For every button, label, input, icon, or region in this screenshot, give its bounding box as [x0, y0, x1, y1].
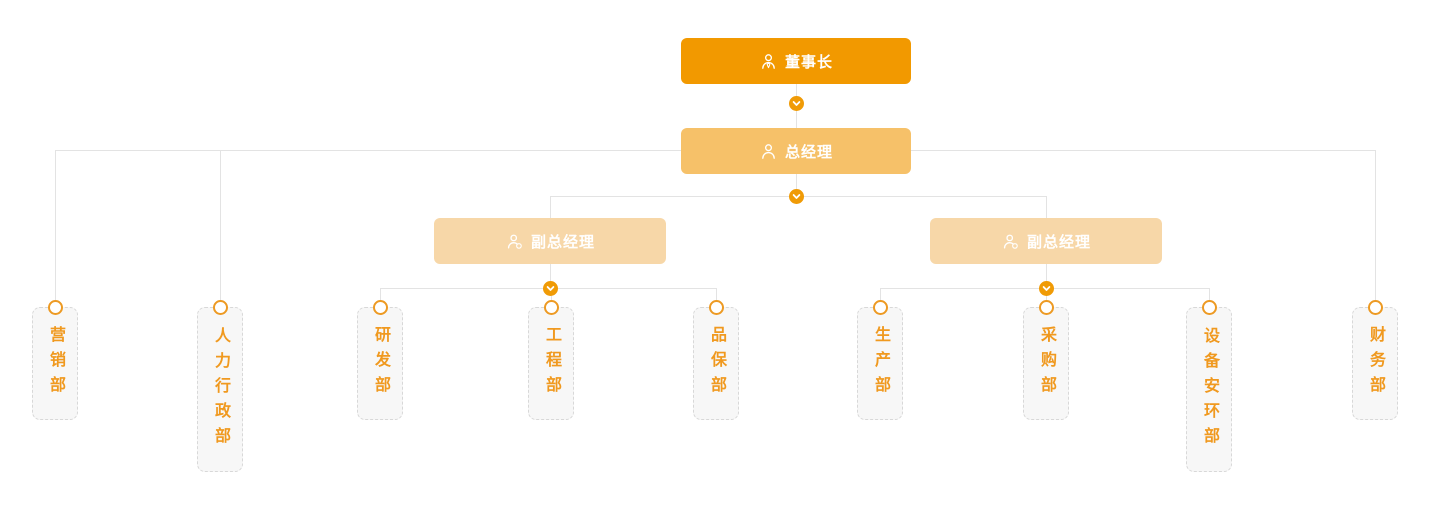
node-dept-engineering[interactable]: 工程部 [528, 307, 574, 420]
node-label: 生产部 [872, 326, 889, 401]
node-label: 人力行政部 [212, 327, 229, 452]
connector-line [1209, 288, 1210, 302]
node-label: 营销部 [47, 326, 64, 401]
connector-line [716, 288, 717, 302]
person-badge-icon [505, 232, 524, 251]
node-dept-rnd[interactable]: 研发部 [357, 307, 403, 420]
node-deputy-general-manager-2[interactable]: 副总经理 [930, 218, 1162, 264]
connector-line [220, 150, 221, 301]
node-label: 副总经理 [1026, 233, 1091, 251]
connector-line [550, 196, 551, 218]
person-icon [759, 142, 778, 161]
node-dept-finance[interactable]: 财务部 [1352, 307, 1398, 420]
node-ring-icon [373, 300, 388, 315]
node-ring-icon [213, 300, 228, 315]
connector-line [796, 174, 797, 196]
node-ring-icon [1202, 300, 1217, 315]
connector-line [1046, 264, 1047, 288]
node-label: 董事长 [784, 53, 833, 71]
chevron-down-marker-icon [543, 281, 558, 296]
node-label: 设备安环部 [1201, 327, 1218, 452]
node-dept-quality[interactable]: 品保部 [693, 307, 739, 420]
node-general-manager[interactable]: 总经理 [681, 128, 911, 174]
businessman-tie-icon [759, 52, 778, 71]
node-ring-icon [544, 300, 559, 315]
node-deputy-general-manager-1[interactable]: 副总经理 [434, 218, 666, 264]
connector-line [55, 150, 56, 301]
node-label: 品保部 [708, 326, 725, 401]
node-label: 总经理 [784, 143, 833, 161]
node-ring-icon [709, 300, 724, 315]
node-ring-icon [1039, 300, 1054, 315]
node-ring-icon [1368, 300, 1383, 315]
node-ring-icon [48, 300, 63, 315]
node-label: 采购部 [1038, 326, 1055, 401]
node-dept-marketing[interactable]: 营销部 [32, 307, 78, 420]
node-label: 副总经理 [530, 233, 595, 251]
node-dept-hr-admin[interactable]: 人力行政部 [197, 307, 243, 472]
person-badge-icon [1001, 232, 1020, 251]
node-dept-production[interactable]: 生产部 [857, 307, 903, 420]
node-chairman[interactable]: 董事长 [681, 38, 911, 84]
chevron-down-marker-icon [789, 189, 804, 204]
chevron-down-marker-icon [789, 96, 804, 111]
connector-line [550, 264, 551, 288]
connector-line [380, 288, 381, 302]
connector-line [1375, 150, 1376, 301]
chevron-down-marker-icon [1039, 281, 1054, 296]
node-ring-icon [873, 300, 888, 315]
connector-line [880, 288, 881, 302]
node-label: 财务部 [1367, 326, 1384, 401]
connector-line [1046, 196, 1047, 218]
node-dept-equipment-safety[interactable]: 设备安环部 [1186, 307, 1232, 472]
node-label: 工程部 [543, 326, 560, 401]
node-label: 研发部 [372, 326, 389, 401]
node-dept-purchasing[interactable]: 采购部 [1023, 307, 1069, 420]
